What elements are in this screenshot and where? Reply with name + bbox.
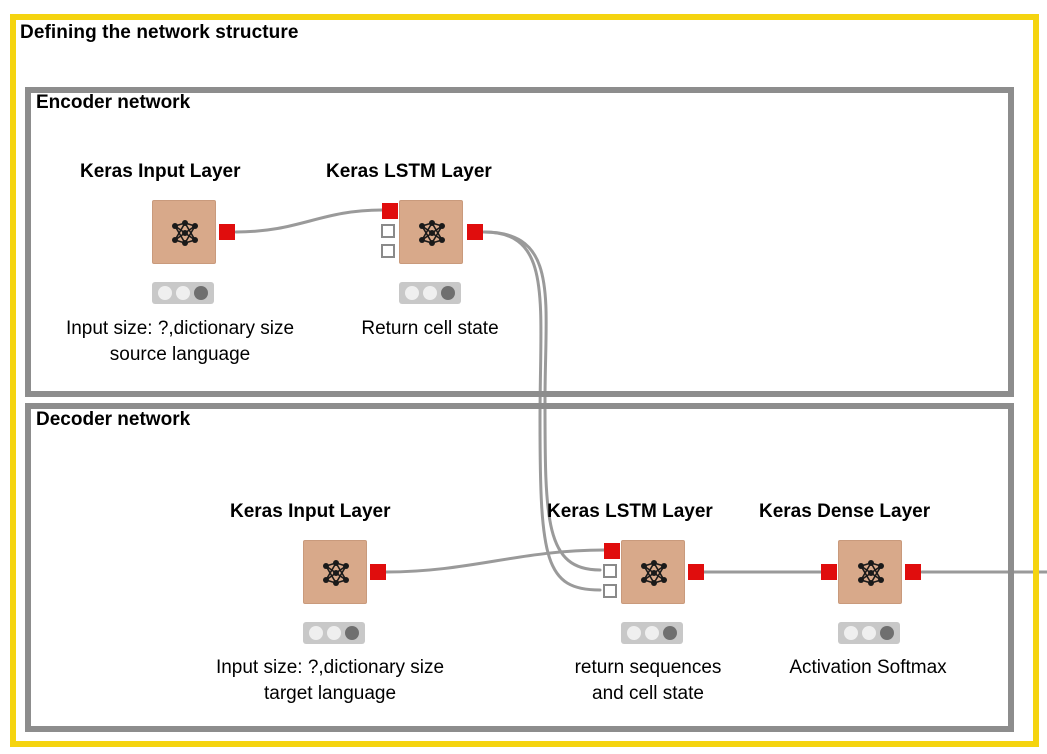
dense-node-title: Keras Dense Layer xyxy=(759,501,931,522)
enc-lstm-state-port-2[interactable] xyxy=(381,244,395,258)
neural-network-icon xyxy=(172,220,198,246)
dec-input-node-description: Input size: ?,dictionary size target lan… xyxy=(190,655,470,707)
status-light-yellow xyxy=(327,626,341,640)
description-line: Input size: ?,dictionary size xyxy=(65,318,295,339)
description-line: and cell state xyxy=(592,683,704,704)
status-light-red xyxy=(158,286,172,300)
dec-lstm-state-port-2[interactable] xyxy=(603,584,617,598)
dense-out-port[interactable] xyxy=(905,564,921,580)
neural-network-icon xyxy=(419,220,445,246)
description-line: return sequences xyxy=(574,657,722,678)
enc-lstm-out-port[interactable] xyxy=(467,224,483,240)
dense-status-lights xyxy=(838,622,900,644)
status-light-green xyxy=(880,626,894,640)
decoder-group-title: Decoder network xyxy=(36,409,191,430)
status-light-green xyxy=(345,626,359,640)
status-light-green xyxy=(663,626,677,640)
dec-lstm-node-title: Keras LSTM Layer xyxy=(547,501,713,522)
dense-node-description: Activation Softmax xyxy=(768,655,968,681)
status-light-red xyxy=(309,626,323,640)
status-light-red xyxy=(844,626,858,640)
description-line: source language xyxy=(109,344,251,365)
dec-input-out-port[interactable] xyxy=(370,564,386,580)
enc-input-status-lights xyxy=(152,282,214,304)
neural-network-icon xyxy=(641,560,667,586)
encoder-group-box xyxy=(25,87,1014,397)
decoder-group-box xyxy=(25,403,1014,732)
status-light-green xyxy=(194,286,208,300)
enc-input-node-description: Input size: ?,dictionary size source lan… xyxy=(40,316,320,368)
dec-lstm-status-lights xyxy=(621,622,683,644)
neural-network-icon xyxy=(858,560,884,586)
dec-input-node-title: Keras Input Layer xyxy=(230,501,391,522)
status-light-green xyxy=(441,286,455,300)
dec-lstm-node-description: return sequences and cell state xyxy=(548,655,748,707)
status-light-red xyxy=(627,626,641,640)
workflow-annotation-title: Defining the network structure xyxy=(20,22,299,43)
enc-lstm-node[interactable] xyxy=(399,200,463,264)
dec-input-node[interactable] xyxy=(303,540,367,604)
enc-input-node[interactable] xyxy=(152,200,216,264)
enc-lstm-node-description: Return cell state xyxy=(320,316,540,342)
enc-lstm-status-lights xyxy=(399,282,461,304)
dense-in-port[interactable] xyxy=(821,564,837,580)
dec-input-status-lights xyxy=(303,622,365,644)
dec-lstm-node[interactable] xyxy=(621,540,685,604)
description-line: Return cell state xyxy=(361,318,499,339)
description-line: Activation Softmax xyxy=(789,657,947,678)
status-light-red xyxy=(405,286,419,300)
outer-annotation-box xyxy=(10,14,1039,747)
neural-network-icon xyxy=(323,560,349,586)
status-light-yellow xyxy=(176,286,190,300)
status-light-yellow xyxy=(862,626,876,640)
status-light-yellow xyxy=(645,626,659,640)
enc-input-node-title: Keras Input Layer xyxy=(80,161,241,182)
description-line: target language xyxy=(263,683,397,704)
status-light-yellow xyxy=(423,286,437,300)
dense-node[interactable] xyxy=(838,540,902,604)
dec-lstm-state-port-1[interactable] xyxy=(603,564,617,578)
dec-lstm-in-port[interactable] xyxy=(604,543,620,559)
enc-lstm-in-port[interactable] xyxy=(382,203,398,219)
description-line: Input size: ?,dictionary size xyxy=(215,657,445,678)
enc-input-out-port[interactable] xyxy=(219,224,235,240)
dec-lstm-out-port[interactable] xyxy=(688,564,704,580)
encoder-group-title: Encoder network xyxy=(36,92,191,113)
enc-lstm-node-title: Keras LSTM Layer xyxy=(326,161,492,182)
enc-lstm-state-port-1[interactable] xyxy=(381,224,395,238)
